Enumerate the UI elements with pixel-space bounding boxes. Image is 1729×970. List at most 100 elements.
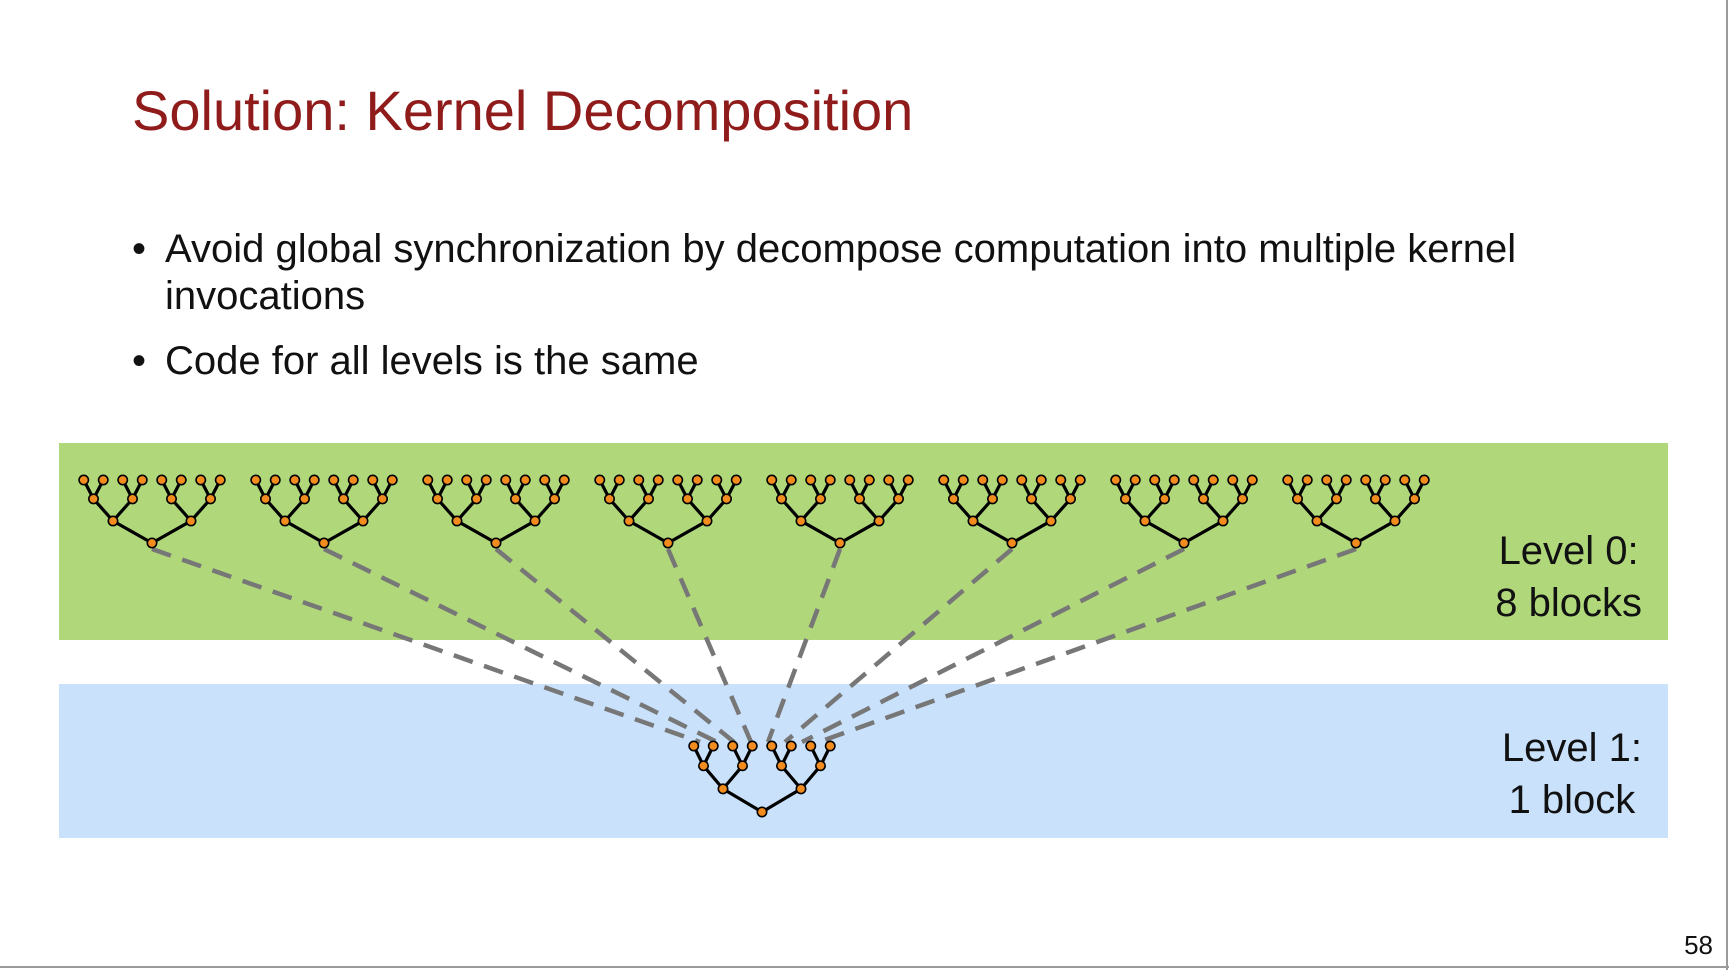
tree-node [854, 493, 865, 505]
reduction-tree-block [422, 474, 570, 549]
tree-node [529, 515, 541, 527]
tree-edge [627, 519, 670, 545]
tree-node [1016, 474, 1028, 486]
tree-node [127, 493, 138, 505]
tree-node [519, 474, 531, 486]
tree-node [662, 537, 674, 549]
tree-node [883, 474, 895, 486]
tree-node [688, 740, 700, 752]
tree-edge [666, 519, 709, 545]
tree-node [78, 474, 90, 486]
reduction-tree-block [594, 474, 742, 549]
tree-node [707, 740, 719, 752]
tree-node [289, 474, 301, 486]
tree-node [633, 474, 645, 486]
tree-node [1139, 515, 1151, 527]
tree-node [1074, 474, 1086, 486]
tree-node [623, 515, 635, 527]
bullet-list: • Avoid global synchronization by decomp… [132, 226, 1582, 403]
tree-node [776, 760, 787, 772]
tree-node [1188, 474, 1200, 486]
slide-title: Solution: Kernel Decomposition [132, 79, 914, 142]
tree-node [691, 474, 703, 486]
tree-node [146, 537, 158, 549]
tree-node [785, 740, 797, 752]
tree-node [746, 740, 758, 752]
tree-node [893, 493, 904, 505]
tree-edge [150, 519, 193, 545]
tree-edge [721, 787, 764, 814]
tree-node [471, 493, 482, 505]
tree-node [795, 783, 807, 795]
tree-node [136, 474, 148, 486]
tree-node [166, 493, 177, 505]
tree-node [766, 474, 778, 486]
tree-node [1237, 493, 1248, 505]
tree-node [1360, 474, 1372, 486]
tree-node [604, 493, 615, 505]
tree-node [117, 474, 129, 486]
tree-node [1350, 537, 1362, 549]
tree-node [1301, 474, 1313, 486]
tree-node [1340, 474, 1352, 486]
tree-node [1399, 474, 1411, 486]
tree-node [902, 474, 914, 486]
tree-node [682, 493, 693, 505]
tree-edge [1010, 519, 1053, 545]
tree-node [1168, 474, 1180, 486]
tree-edge [1143, 519, 1186, 545]
tree-node [308, 474, 320, 486]
tree-node [643, 493, 654, 505]
tree-edge [838, 519, 881, 545]
tree-node [1418, 474, 1430, 486]
tree-node [938, 474, 950, 486]
tree-node [766, 740, 778, 752]
connector-line [765, 548, 843, 743]
tree-node [1282, 474, 1294, 486]
tree-node [107, 515, 119, 527]
reduction-tree-block [78, 474, 226, 549]
tree-node [214, 474, 226, 486]
bullet-text: Avoid global synchronization by decompos… [165, 227, 1517, 318]
tree-edge [1182, 519, 1225, 545]
tree-edge [1315, 519, 1358, 545]
tree-node [1035, 474, 1047, 486]
tree-node [195, 474, 207, 486]
tree-node [730, 474, 742, 486]
tree-node [672, 474, 684, 486]
reduction-tree-block [250, 474, 398, 549]
bullet-marker: • [132, 339, 147, 383]
tree-node [805, 740, 817, 752]
reduction-tree-block [938, 474, 1086, 549]
tree-node [269, 474, 281, 486]
page-border-right [1726, 0, 1728, 970]
level-0-label: Level 0: 8 blocks [1495, 525, 1642, 629]
tree-node [1379, 474, 1391, 486]
tree-node [805, 474, 817, 486]
tree-node [318, 537, 330, 549]
level-0-block-count: 8 blocks [1495, 581, 1642, 625]
tree-node [185, 515, 197, 527]
tree-node [377, 493, 388, 505]
tree-node [756, 806, 768, 818]
tree-node [279, 515, 291, 527]
tree-node [156, 474, 168, 486]
tree-node [1178, 537, 1190, 549]
tree-node [698, 760, 709, 772]
tree-node [996, 474, 1008, 486]
tree-node [539, 474, 551, 486]
tree-node [1159, 493, 1170, 505]
reduction-tree-block [766, 474, 914, 549]
tree-node [957, 474, 969, 486]
tree-node [260, 493, 271, 505]
tree-edge [760, 787, 803, 814]
tree-node [717, 783, 729, 795]
tree-node [451, 515, 463, 527]
tree-node [1227, 474, 1239, 486]
tree-node [824, 740, 836, 752]
tree-node [175, 474, 187, 486]
tree-node [1110, 474, 1122, 486]
level-1-title: Level 1: [1501, 726, 1642, 770]
tree-node [727, 740, 739, 752]
